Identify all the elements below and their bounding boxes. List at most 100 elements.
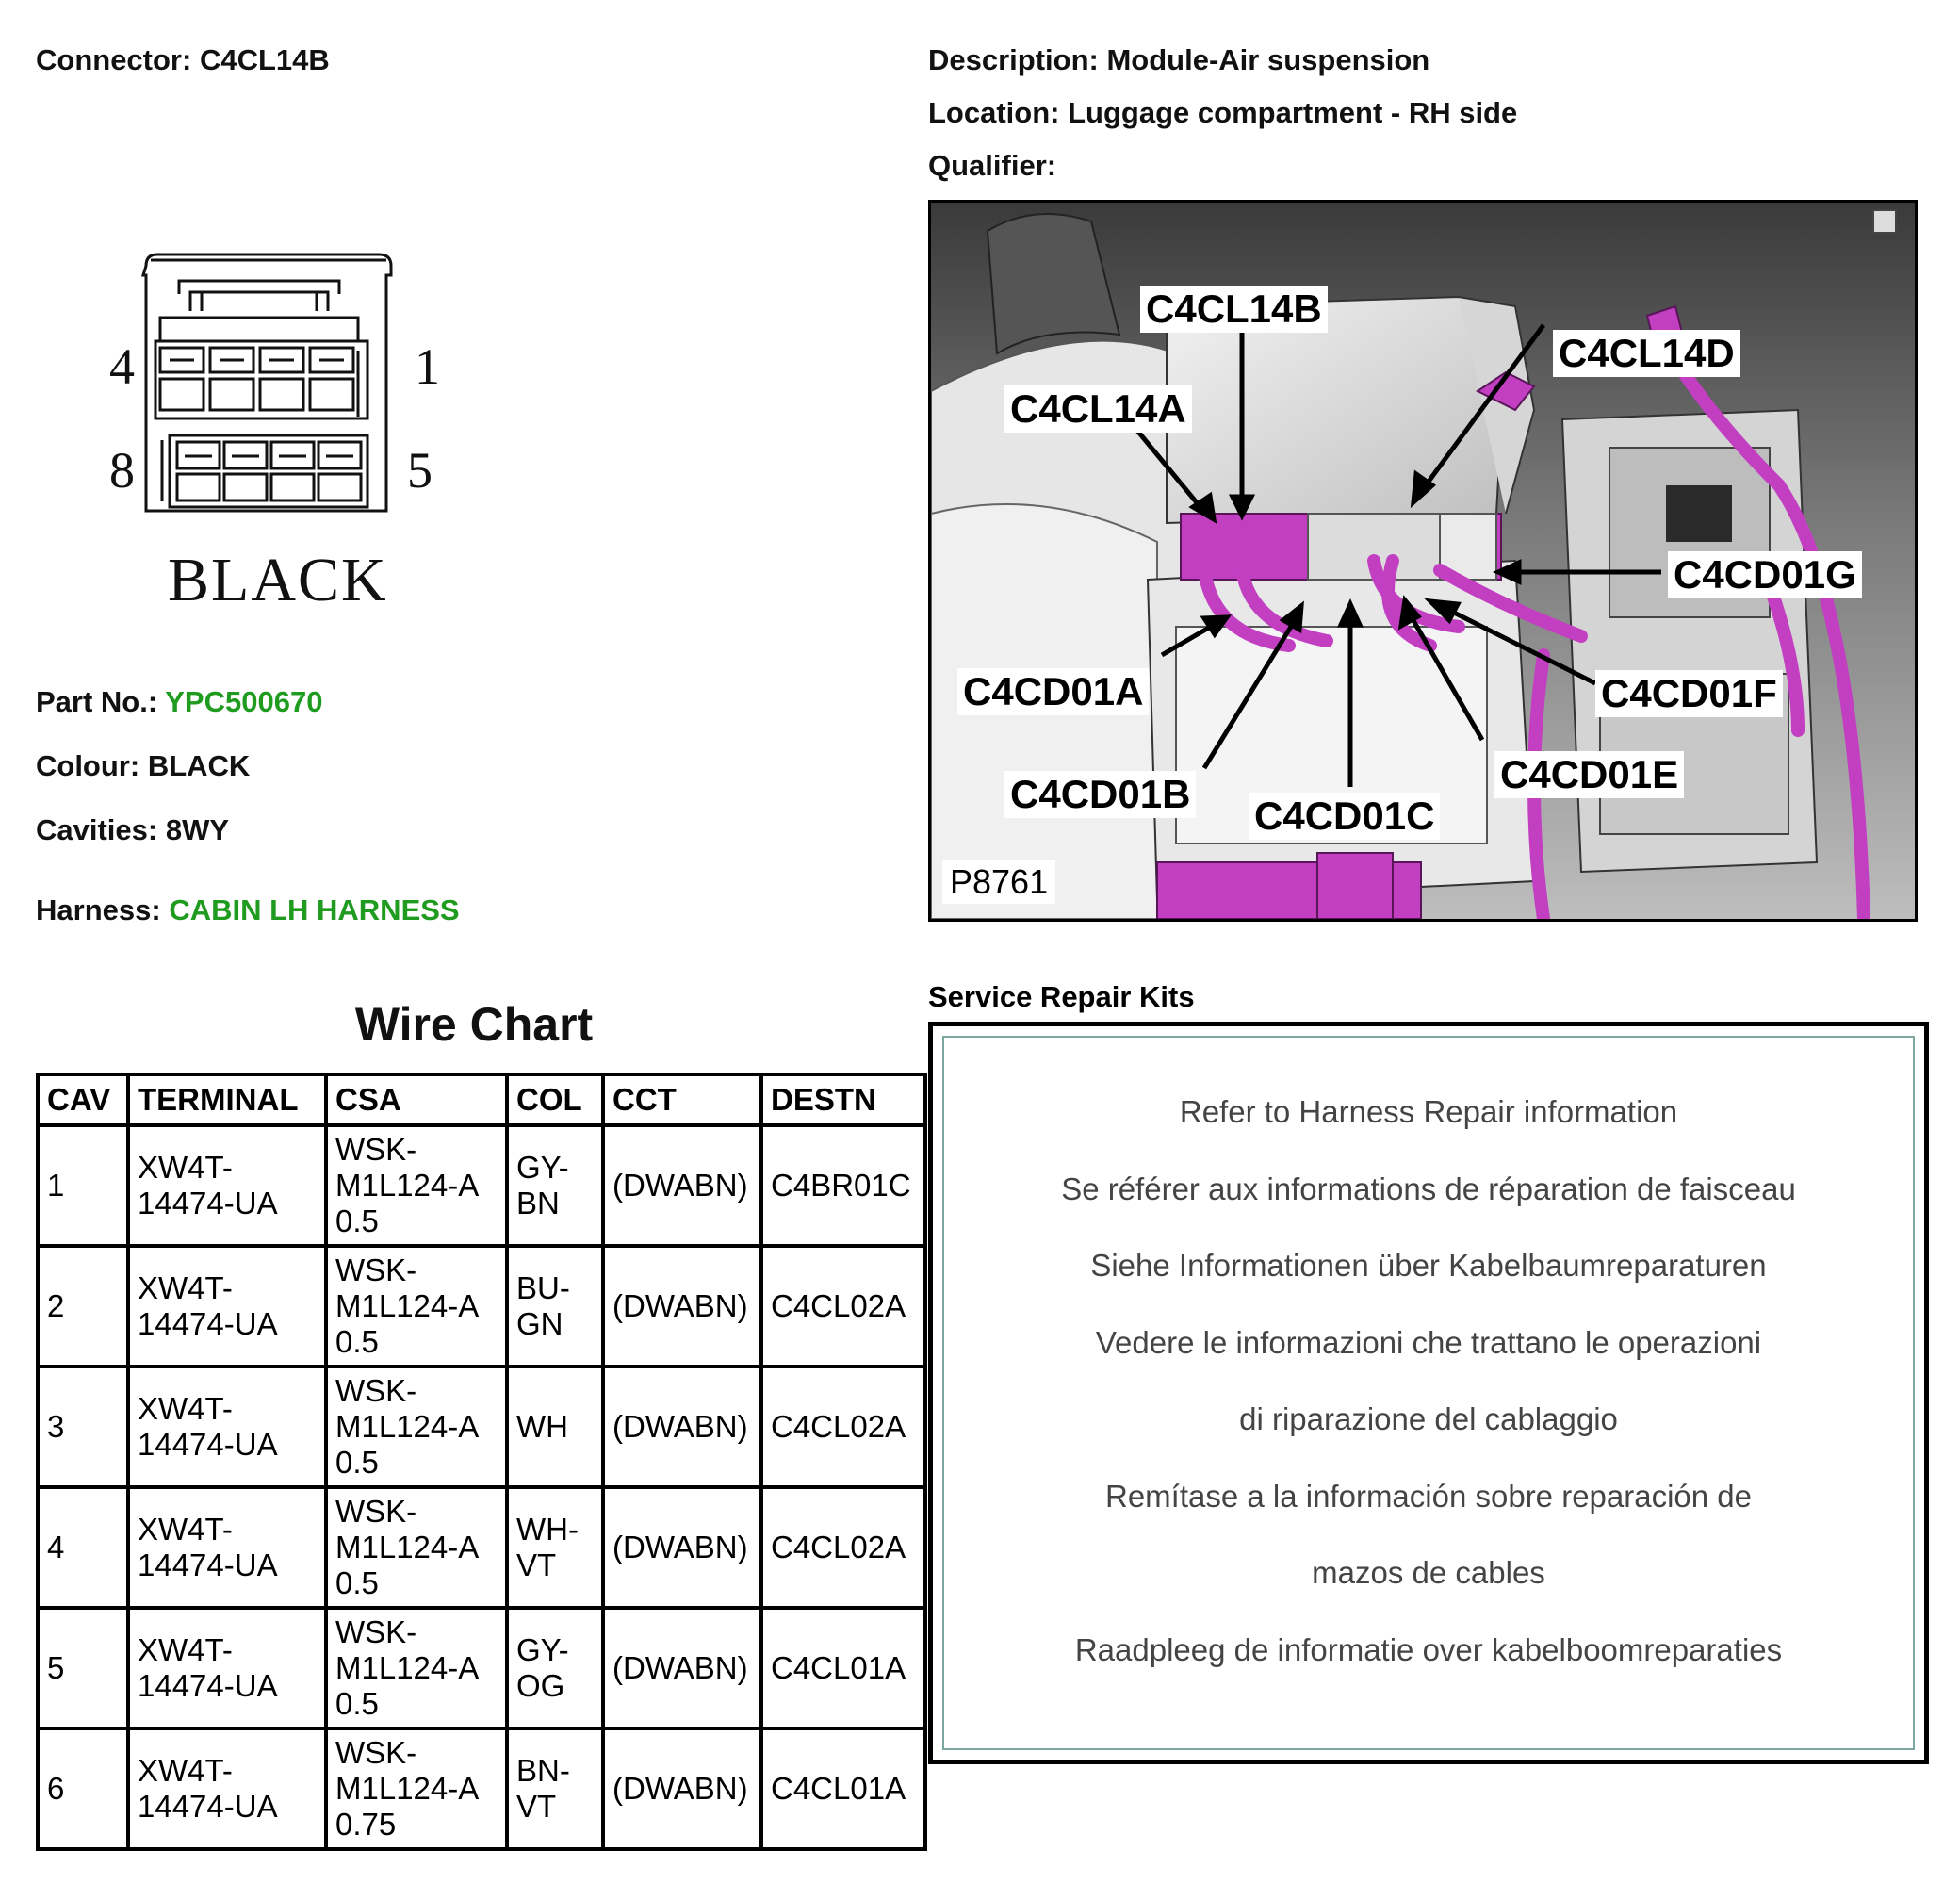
callout-c4cd01f: C4CD01F [1595, 670, 1783, 717]
cell-csa-line: WSK- [335, 1253, 417, 1287]
cell-cav: 3 [36, 1365, 130, 1489]
description-value: Module-Air suspension [1106, 43, 1430, 76]
cell-col-line: GN [516, 1306, 564, 1341]
table-header-row: CAV TERMINAL CSA COL CCT DESTN [36, 1073, 927, 1127]
location-line: Location: Luggage compartment - RH side [928, 96, 1517, 130]
colour-label: Colour: [36, 749, 140, 782]
cell-csa-line: 0.5 [335, 1686, 379, 1721]
callout-c4cd01e: C4CD01E [1494, 751, 1685, 798]
qualifier-line: Qualifier: [928, 149, 1056, 183]
cell-csa-line: M1L124-A [335, 1409, 480, 1444]
wire-chart-title: Wire Chart [354, 998, 594, 1051]
cell-terminal: XW4T-14474-UA [126, 1727, 328, 1851]
pin-label-1: 1 [415, 338, 440, 395]
description-line: Description: Module-Air suspension [928, 43, 1429, 77]
cell-terminal-line: 14474-UA [138, 1427, 278, 1462]
cell-csa-line: M1L124-A [335, 1530, 480, 1564]
cell-terminal-line: XW4T- [138, 1632, 233, 1667]
column-header-terminal: TERMINAL [126, 1073, 328, 1127]
cell-destn: C4CL02A [760, 1485, 927, 1610]
cell-csa-line: M1L124-A [335, 1288, 480, 1323]
cell-csa-line: 0.5 [335, 1324, 379, 1359]
cell-col-line: BN- [516, 1753, 570, 1788]
cell-col-line: GY- [516, 1632, 569, 1667]
harness-link[interactable]: CABIN LH HARNESS [169, 893, 460, 926]
cell-cct: (DWABN) [601, 1727, 763, 1851]
pin-label-8: 8 [109, 442, 135, 499]
cell-terminal-line: 14474-UA [138, 1186, 278, 1220]
connector-value: C4CL14B [199, 43, 330, 76]
cell-destn: C4CL01A [760, 1606, 927, 1730]
description-label: Description: [928, 43, 1099, 76]
cell-destn: C4CL02A [760, 1244, 927, 1368]
cell-col: GY-OG [505, 1606, 605, 1730]
cell-terminal-line: XW4T- [138, 1512, 233, 1547]
cell-col: WH-VT [505, 1485, 605, 1610]
cell-csa-line: M1L124-A [335, 1650, 480, 1685]
cavities-line: Cavities: 8WY [36, 813, 229, 847]
cavities-label: Cavities: [36, 813, 158, 846]
service-repair-line: Remítase a la información sobre reparaci… [1104, 1478, 1753, 1514]
cell-terminal-line: 14474-UA [138, 1548, 278, 1582]
service-repair-title: Service Repair Kits [928, 980, 1195, 1013]
cell-csa-line: WSK- [335, 1614, 417, 1649]
cell-terminal-line: 14474-UA [138, 1789, 278, 1824]
cell-col: GY-BN [505, 1123, 605, 1248]
cell-terminal-line: 14474-UA [138, 1668, 278, 1703]
column-header-cav: CAV [36, 1073, 130, 1127]
cell-terminal: XW4T-14474-UA [126, 1123, 328, 1248]
callout-c4cl14b: C4CL14B [1140, 286, 1328, 333]
column-header-cct: CCT [601, 1073, 763, 1127]
cell-csa-line: WSK- [335, 1494, 417, 1529]
harness-label: Harness: [36, 893, 161, 926]
cell-csa-line: M1L124-A [335, 1168, 480, 1203]
cell-col-line: VT [516, 1548, 557, 1582]
cell-csa-line: WSK- [335, 1132, 417, 1167]
callout-c4cd01g: C4CD01G [1668, 551, 1862, 598]
connector-label: Connector: [36, 43, 192, 76]
cell-col-line: WH- [516, 1512, 579, 1547]
cavities-value: 8WY [165, 813, 230, 846]
cell-col-line: GY- [516, 1150, 569, 1185]
connector-colour-caption: BLACK [168, 546, 388, 614]
cell-csa-line: WSK- [335, 1735, 417, 1770]
cell-destn: C4CL02A [760, 1365, 927, 1489]
cell-col: BU-GN [505, 1244, 605, 1368]
cell-destn: C4BR01C [760, 1123, 927, 1248]
cell-terminal-line: XW4T- [138, 1753, 233, 1788]
cell-cav: 2 [36, 1244, 130, 1368]
colour-line: Colour: BLACK [36, 749, 250, 783]
cell-cav: 5 [36, 1606, 130, 1730]
cell-cct: (DWABN) [601, 1244, 763, 1368]
cell-terminal-line: XW4T- [138, 1270, 233, 1305]
cell-cct: (DWABN) [601, 1365, 763, 1489]
pin-label-4: 4 [109, 338, 135, 395]
part-number-link[interactable]: YPC500670 [165, 685, 323, 718]
cell-cav: 1 [36, 1123, 130, 1248]
service-repair-line: Se référer aux informations de réparatio… [1061, 1171, 1796, 1206]
column-header-destn: DESTN [760, 1073, 927, 1127]
cell-terminal-line: XW4T- [138, 1150, 233, 1185]
cell-col: BN-VT [505, 1727, 605, 1851]
service-repair-line: mazos de cables [1312, 1555, 1545, 1590]
location-photo: C4CL14B C4CL14D C4CL14A C4CD01G C4CD01A … [928, 200, 1918, 922]
cell-terminal: XW4T-14474-UA [126, 1606, 328, 1730]
cell-csa-line: 0.75 [335, 1807, 397, 1842]
cell-terminal: XW4T-14474-UA [126, 1485, 328, 1610]
cell-col-line: OG [516, 1668, 565, 1703]
callout-c4cd01a: C4CD01A [957, 668, 1150, 715]
cell-cct: (DWABN) [601, 1485, 763, 1610]
cell-cct: (DWABN) [601, 1606, 763, 1730]
location-value: Luggage compartment - RH side [1068, 96, 1518, 129]
photo-reference: P8761 [942, 860, 1056, 904]
